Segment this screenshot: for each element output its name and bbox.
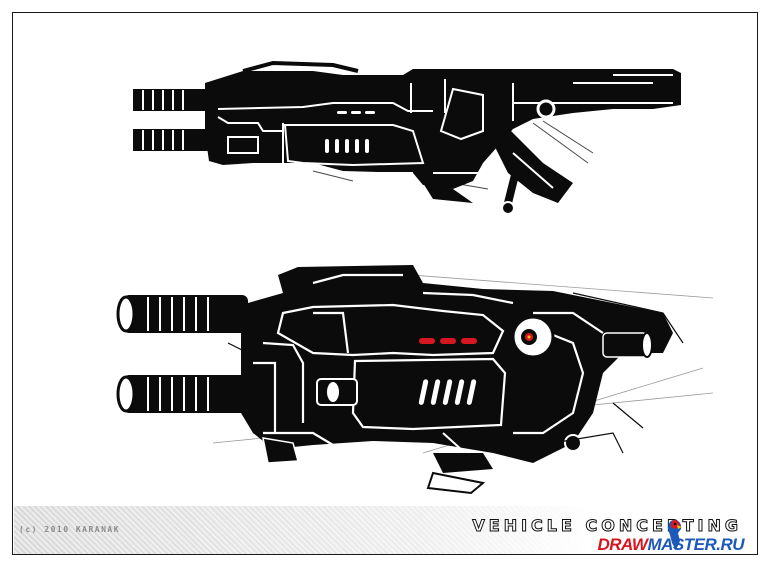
bottom-weapon-tail	[602, 332, 653, 358]
brand-part-draw: DRAW	[597, 535, 648, 554]
vehicle-concept-artwork	[116, 60, 714, 495]
parrot-logo-icon	[668, 520, 682, 550]
bottom-barrel-upper	[116, 295, 248, 333]
side-drum	[316, 378, 358, 406]
bottom-weapon-sketch	[116, 265, 714, 495]
top-barrel-upper	[133, 89, 211, 111]
sensor-eye	[511, 315, 555, 359]
top-weapon-sketch	[133, 60, 681, 215]
banner-title: VEHICLE CONCEPTING	[472, 516, 742, 536]
bottom-weapon-vent-slots	[418, 379, 477, 405]
top-weapon-mount	[423, 123, 573, 215]
footer-banner: (c) 2010 KARANAK VEHICLE CONCEPTING DRAW…	[14, 506, 757, 554]
drawmaster-logo-text: DRAWMASTER.RU	[597, 535, 744, 554]
red-indicator-lights	[419, 338, 477, 344]
copyright-text: (c) 2010 KARANAK	[19, 525, 121, 534]
bottom-barrel-lower	[116, 375, 248, 413]
top-barrel-lower	[133, 129, 211, 151]
artwork-frame: (c) 2010 KARANAK VEHICLE CONCEPTING DRAW…	[12, 12, 758, 555]
top-weapon-vent-slots	[325, 111, 375, 153]
bottom-weapon-mounts	[262, 432, 582, 495]
brand-part-master: MASTER.RU	[647, 535, 744, 554]
